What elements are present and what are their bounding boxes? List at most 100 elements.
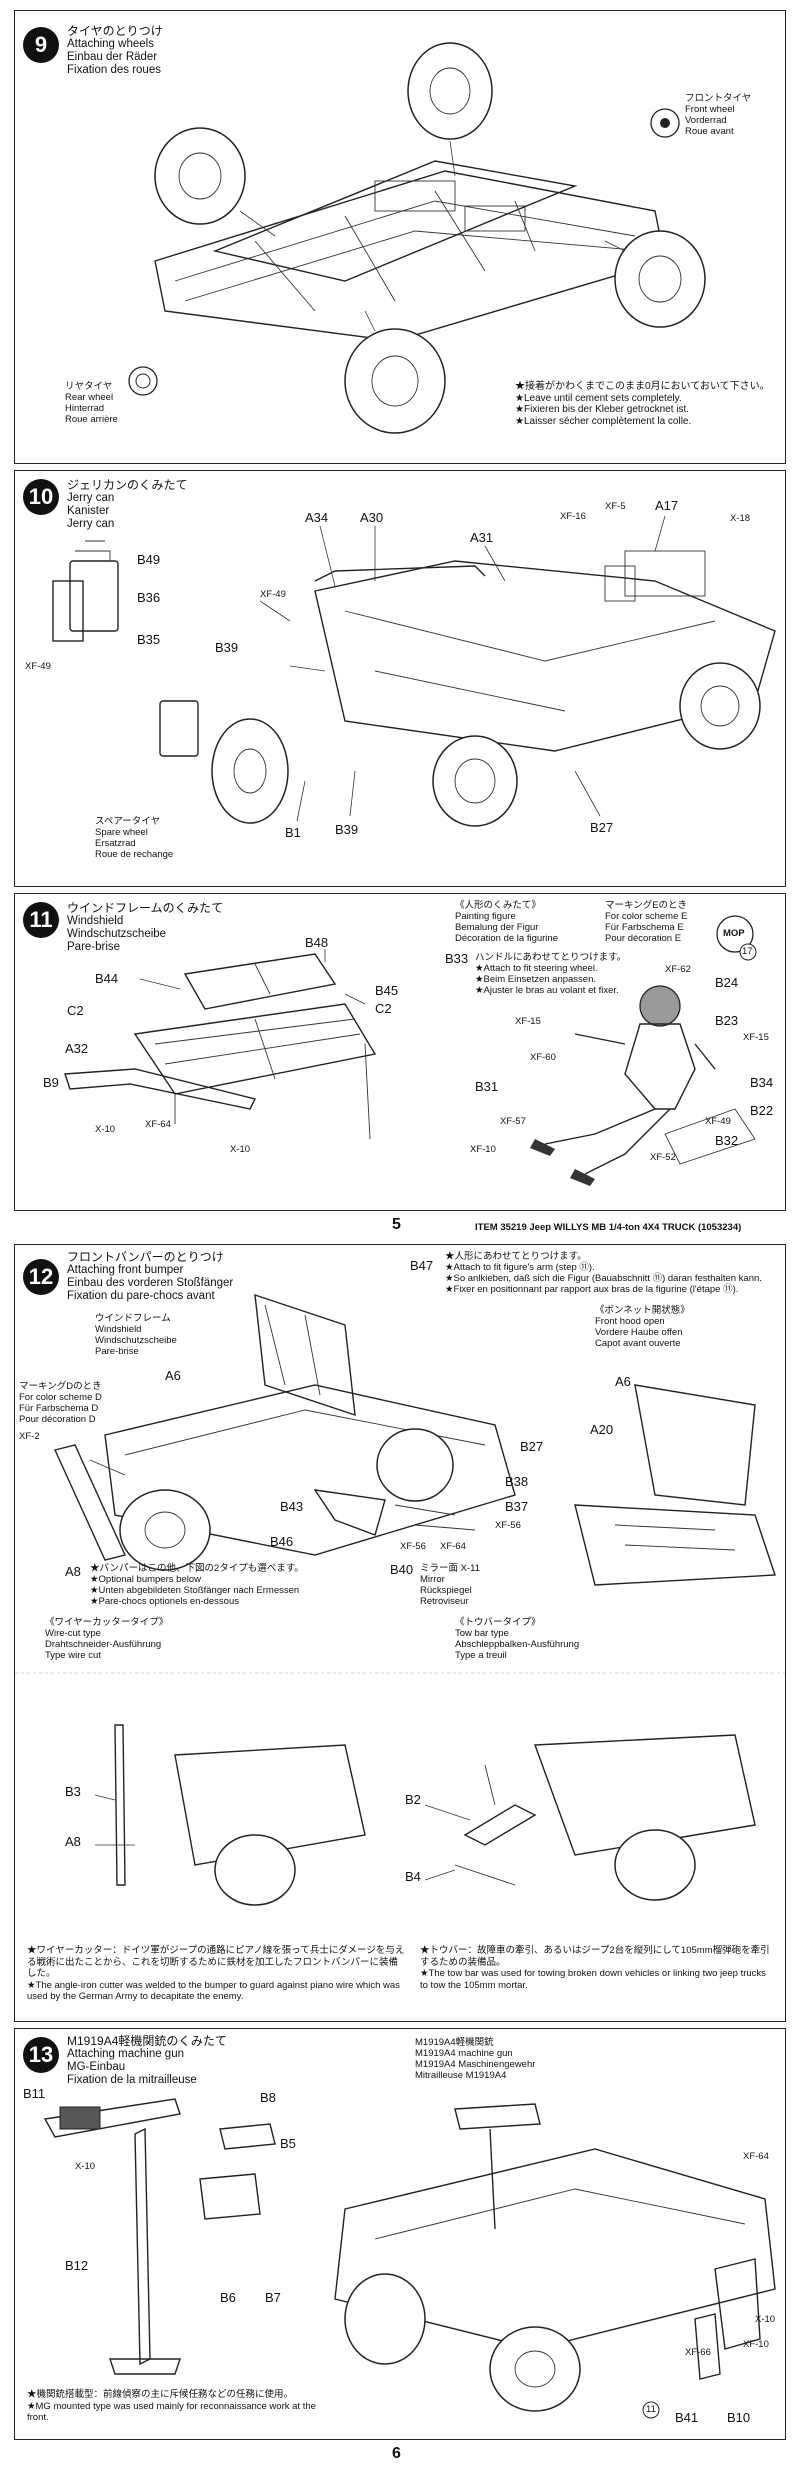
step-11-panel: 11 ウインドフレームのくみたて Windshield Windschutzsc… (14, 893, 786, 1211)
step-number: 13 (23, 2037, 59, 2073)
part-a6-a: A6 (165, 1368, 181, 1383)
paint-xf16: XF-16 (560, 511, 586, 522)
part-b10: B10 (727, 2410, 751, 2425)
b33-note: ハンドルにあわせてとりつけます。 ★Attach to fit steering… (475, 952, 627, 996)
part-b24: B24 (715, 975, 739, 990)
part-a32: A32 (65, 1041, 89, 1056)
tow-bar-note: ★トウバー：故障車の牽引、あるいはジープ2台を縦列にして105mm榴弾砲を牽引す… (420, 1945, 770, 1991)
page-number: 6 (392, 2445, 401, 2462)
hood-part-a20: A20 (590, 1422, 614, 1437)
part-b5: B5 (280, 2136, 296, 2151)
machine-gun-drawing (43, 2098, 776, 2419)
mirror-label: ミラー面 X-11 Mirror Rückspiegel Retroviseur (420, 1563, 481, 1607)
part-b39-b: B39 (335, 822, 359, 837)
part-b9: B9 (43, 1075, 59, 1090)
paint-x10: X-10 (75, 2161, 96, 2172)
part-b48: B48 (305, 935, 329, 950)
part-b41: B41 (675, 2410, 699, 2425)
jeep-drawing (52, 515, 776, 827)
spare-wheel-label: スペアータイヤ Spare wheel Ersatzrad Roue de re… (95, 816, 174, 860)
paint-xf49-b: XF-49 (260, 589, 286, 600)
paint-xf15-b: XF-15 (743, 1032, 769, 1043)
step-number: 12 (23, 1259, 59, 1295)
part-b36: B36 (137, 590, 161, 605)
part-b31: B31 (475, 1079, 499, 1094)
paint-xf57: XF-57 (500, 1116, 526, 1127)
mg-note: ★機関銃搭載型：前線偵察の主に斥候任務などの任務に使用。 ★MG mounted… (27, 2389, 316, 2423)
hood-open-label: 《ボンネット開状態》 Front hood open Vordere Haube… (595, 1305, 690, 1349)
step-number: 9 (23, 27, 59, 63)
paint-xf10: XF-10 (743, 2339, 769, 2350)
part-b38: B38 (505, 1474, 529, 1489)
step-9-panel: 9 タイヤのとりつけ Attaching wheels Einbau der R… (14, 10, 786, 464)
rear-wheel-label: リヤタイヤ Rear wheel Hinterrad Roue arrière (65, 381, 118, 425)
step-13-panel: 13 M1919A4軽機関銃のくみたて Attaching machine gu… (14, 2028, 786, 2440)
part-b46: B46 (270, 1534, 294, 1549)
part-a30: A30 (360, 510, 384, 525)
part-a31: A31 (470, 530, 494, 545)
part-b40: B40 (390, 1562, 414, 1577)
paint-xf62: XF-62 (665, 964, 691, 975)
step-title: フロントバンパーのとりつけ Attaching front bumper Ein… (67, 1250, 234, 1303)
part-c2-a: C2 (67, 1003, 84, 1018)
jeep-bumper-drawing (15, 1293, 785, 1906)
part-a17: A17 (655, 498, 679, 513)
part-b44: B44 (95, 971, 119, 986)
step-12-panel: 12 フロントバンパーのとりつけ Attaching front bumper … (14, 1244, 786, 2022)
part-a8: A8 (65, 1564, 81, 1579)
part-c2-b: C2 (375, 1001, 392, 1016)
item-footer: ITEM 35219 Jeep WILLYS MB 1/4-ton 4X4 TR… (475, 1222, 742, 1233)
marking-d-label: マーキングDのとき For color scheme D Für Farbsch… (19, 1381, 102, 1425)
part-b8: B8 (260, 2090, 276, 2105)
paint-x10-a: X-10 (95, 1124, 116, 1135)
paint-x18: X-18 (730, 513, 751, 524)
paint-xf60: XF-60 (530, 1052, 556, 1063)
paint-xf52: XF-52 (650, 1152, 676, 1163)
paint-xf15-a: XF-15 (515, 1016, 541, 1027)
step-title: タイヤのとりつけ Attaching wheels Einbau der Räd… (67, 24, 163, 77)
paint-xf66: XF-66 (685, 2347, 711, 2358)
step-title: M1919A4軽機関銃のくみたて Attaching machine gun M… (67, 2034, 227, 2087)
wire-part-a8: A8 (65, 1834, 81, 1849)
part-b47: B47 (410, 1258, 434, 1273)
paint-x10-b: X-10 (755, 2314, 776, 2325)
paint-xf49: XF-49 (705, 1116, 731, 1127)
step-10-panel: 10 ジェリカンのくみたて Jerry can Kanister Jerry c… (14, 470, 786, 887)
part-b35: B35 (137, 632, 161, 647)
part-b27: B27 (520, 1439, 544, 1454)
paint-xf10: XF-10 (470, 1144, 496, 1155)
cement-note: ★接着がかわくまでこのまま0月においておいて下さい。 ★Leave until … (515, 381, 770, 427)
marking-e-label: マーキングEのとき For color scheme E Für Farbsch… (605, 900, 688, 944)
page-number: 5 (392, 1216, 401, 1233)
optional-bumper-note: ★バンパーはこの他、下図の2タイプも選べます。 ★Optional bumper… (90, 1563, 304, 1607)
part-b33: B33 (445, 951, 469, 966)
gun-label: M1919A4軽機関銃 M1919A4 machine gun M1919A4 … (415, 2037, 536, 2081)
b47-note: ★人形にあわせてとりつけます。 ★Attach to fit figure's … (445, 1251, 762, 1295)
tow-part-b4: B4 (405, 1869, 421, 1884)
part-b45: B45 (375, 983, 399, 998)
chassis-drawing (128, 42, 706, 434)
step-title: ジェリカンのくみたて Jerry can Kanister Jerry can (67, 478, 188, 531)
part-b11: B11 (23, 2086, 46, 2101)
paint-xf5: XF-5 (605, 501, 626, 512)
hood-part-a6: A6 (615, 1374, 631, 1389)
front-wheel-label: フロントタイヤ Front wheel Vorderrad Roue avant (685, 93, 752, 137)
part-b34: B34 (750, 1075, 774, 1090)
paint-xf64: XF-64 (145, 1119, 171, 1130)
part-b27: B27 (590, 820, 614, 835)
paint-xf2: XF-2 (19, 1431, 40, 1442)
part-b7: B7 (265, 2290, 281, 2305)
part-b43: B43 (280, 1499, 304, 1514)
part-b49: B49 (137, 552, 161, 567)
ref-step-17: 17 (742, 946, 753, 957)
wire-cut-title: 《ワイヤーカッタータイプ》 Wire-cut type Drahtschneid… (45, 1617, 169, 1661)
part-b1: B1 (285, 825, 301, 840)
step-number: 10 (23, 479, 59, 515)
mop-badge: MOP (723, 928, 745, 939)
part-b23: B23 (715, 1013, 739, 1028)
part-a34: A34 (305, 510, 329, 525)
page-5: 9 タイヤのとりつけ Attaching wheels Einbau der R… (14, 10, 786, 1233)
windshield-drawing (64, 915, 757, 1186)
figure-title: 《人形のくみたて》 Painting figure Bemalung der F… (455, 900, 558, 944)
step-number: 11 (23, 902, 59, 938)
